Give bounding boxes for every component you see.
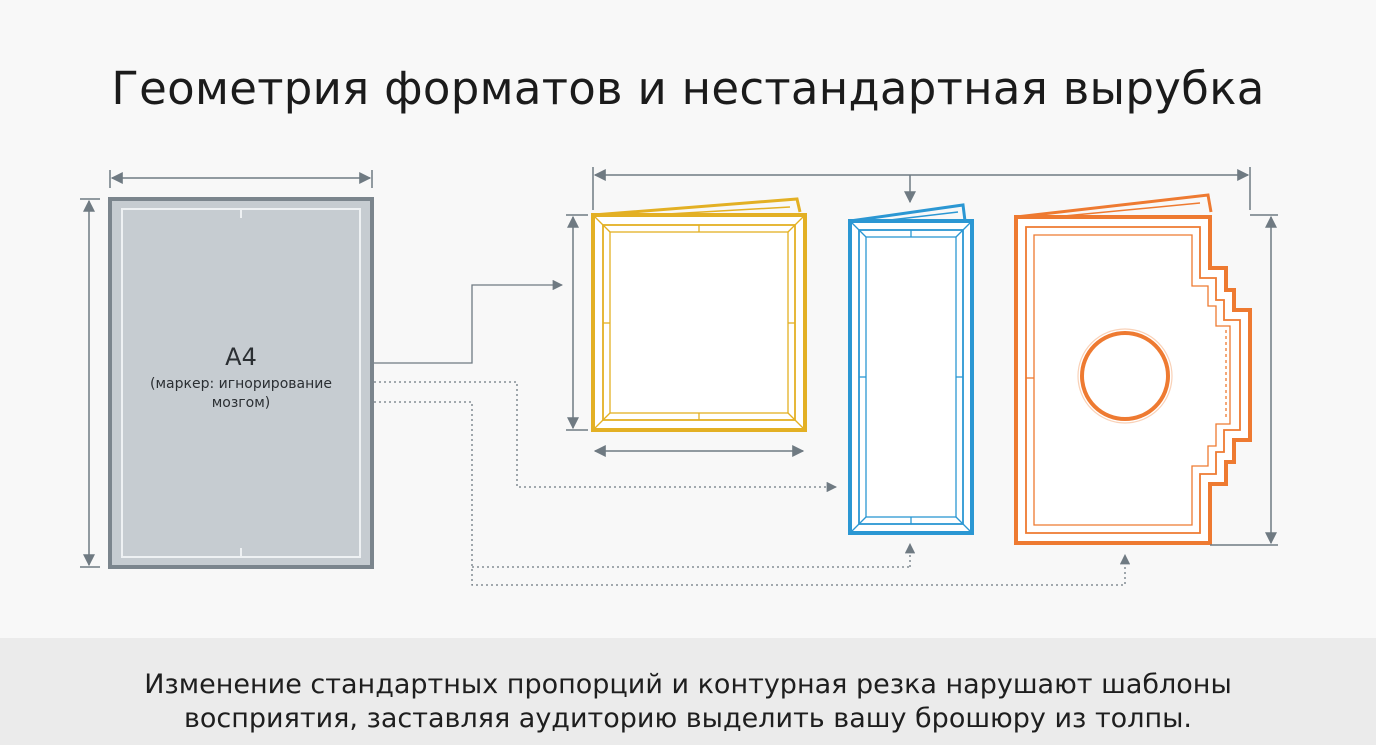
euro-brochure [848, 203, 974, 535]
diecut-height-dimension [1210, 214, 1278, 546]
a4-format-note: (маркер: игнорирование мозгом) [150, 376, 332, 411]
a4-format-label: A4 [225, 343, 257, 371]
square-brochure [591, 197, 807, 432]
caption-band [0, 638, 1376, 745]
connector-to-diecut [374, 401, 1131, 586]
a4-height-dimension [80, 198, 100, 568]
a4-width-dimension [109, 170, 373, 188]
a4-label-block: A4 (маркер: игнорирование мозгом) [112, 343, 370, 413]
square-height-dimension [566, 214, 588, 431]
connector-to-square [374, 279, 564, 364]
connector-to-euro [374, 381, 838, 493]
caption-text: Изменение стандартных пропорций и контур… [0, 668, 1376, 736]
format-diagram [80, 167, 1278, 586]
a4-sheet [108, 197, 374, 569]
caption-line-2: восприятия, заставляя аудиторию выделить… [183, 703, 1193, 734]
overall-width-dimension [592, 167, 1251, 210]
diecut-brochure [1014, 193, 1252, 545]
page-title: Геометрия форматов и нестандартная выруб… [111, 62, 1265, 115]
caption-line-1: Изменение стандартных пропорций и контур… [144, 669, 1232, 700]
